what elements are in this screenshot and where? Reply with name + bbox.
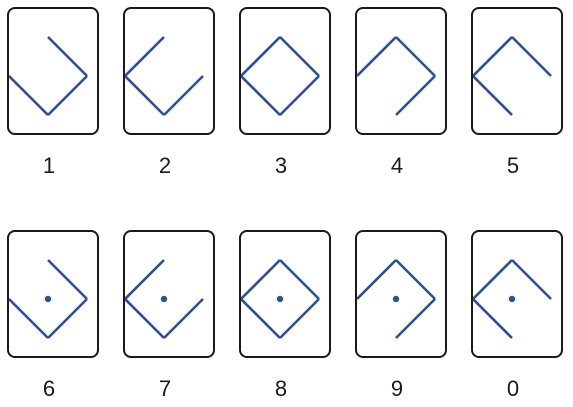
glyph-stroke-tr <box>47 36 88 77</box>
glyph-stroke-tr <box>395 259 436 300</box>
glyph-stroke-bl <box>9 298 49 339</box>
glyph-card-1 <box>7 7 99 135</box>
digit-label-3: 3 <box>274 153 288 178</box>
glyph-5-icon <box>473 36 552 116</box>
digit-label-2: 2 <box>158 153 172 178</box>
glyph-stroke-tl <box>357 259 397 300</box>
glyph-stroke-bl <box>473 298 513 339</box>
digit-label-1: 1 <box>42 153 56 178</box>
glyph-card-5 <box>471 7 563 135</box>
glyph-card-9 <box>355 230 447 358</box>
glyph-stroke-bl <box>241 75 281 116</box>
glyph-stroke-tr <box>511 36 552 77</box>
digit-label-4: 4 <box>390 153 404 178</box>
digit-label-8: 8 <box>274 376 288 401</box>
digit-label-5: 5 <box>506 153 520 178</box>
glyph-center-dot <box>508 295 516 303</box>
glyph-center-dot <box>160 295 168 303</box>
glyph-card-4 <box>355 7 447 135</box>
glyph-stroke-br <box>47 298 88 339</box>
glyph-stroke-tr <box>279 36 320 77</box>
glyph-stroke-br <box>163 75 204 116</box>
glyph-stroke-tl <box>473 36 513 77</box>
glyph-card-2 <box>123 7 215 135</box>
glyph-stroke-tr <box>395 36 436 77</box>
glyph-8-icon <box>241 259 320 339</box>
glyph-stroke-tl <box>125 36 165 77</box>
glyph-stroke-tr <box>511 259 552 300</box>
glyph-7-icon <box>125 259 204 339</box>
glyph-stroke-tl <box>241 36 281 77</box>
glyph-stroke-bl <box>125 298 165 339</box>
glyph-card-6 <box>7 230 99 358</box>
glyph-stroke-tl <box>125 259 165 300</box>
glyph-stroke-br <box>47 75 88 116</box>
glyph-stroke-bl <box>125 75 165 116</box>
glyph-0-icon <box>473 259 552 339</box>
glyph-stroke-tr <box>279 259 320 300</box>
glyph-6-icon <box>9 259 88 339</box>
glyph-card-7 <box>123 230 215 358</box>
glyph-card-3 <box>239 7 331 135</box>
glyph-3-icon <box>241 36 320 116</box>
digit-label-7: 7 <box>158 376 172 401</box>
glyph-card-8 <box>239 230 331 358</box>
digit-label-9: 9 <box>390 376 404 401</box>
glyph-stroke-bl <box>9 75 49 116</box>
glyph-9-icon <box>357 259 436 339</box>
glyph-center-dot <box>276 295 284 303</box>
glyph-stroke-br <box>279 298 320 339</box>
glyph-stroke-tl <box>357 36 397 77</box>
glyph-stroke-br <box>279 75 320 116</box>
glyph-stroke-tl <box>473 259 513 300</box>
glyph-2-icon <box>125 36 204 116</box>
glyph-stroke-tr <box>47 259 88 300</box>
glyph-stroke-br <box>395 75 436 116</box>
glyph-stroke-br <box>395 298 436 339</box>
glyph-stroke-bl <box>241 298 281 339</box>
glyph-stroke-br <box>163 298 204 339</box>
glyph-1-icon <box>9 36 88 116</box>
glyph-stroke-tl <box>241 259 281 300</box>
glyph-center-dot <box>44 295 52 303</box>
digit-label-0: 0 <box>506 376 520 401</box>
glyph-card-0 <box>471 230 563 358</box>
glyph-4-icon <box>357 36 436 116</box>
glyph-stroke-bl <box>473 75 513 116</box>
digit-label-6: 6 <box>42 376 56 401</box>
glyph-center-dot <box>392 295 400 303</box>
